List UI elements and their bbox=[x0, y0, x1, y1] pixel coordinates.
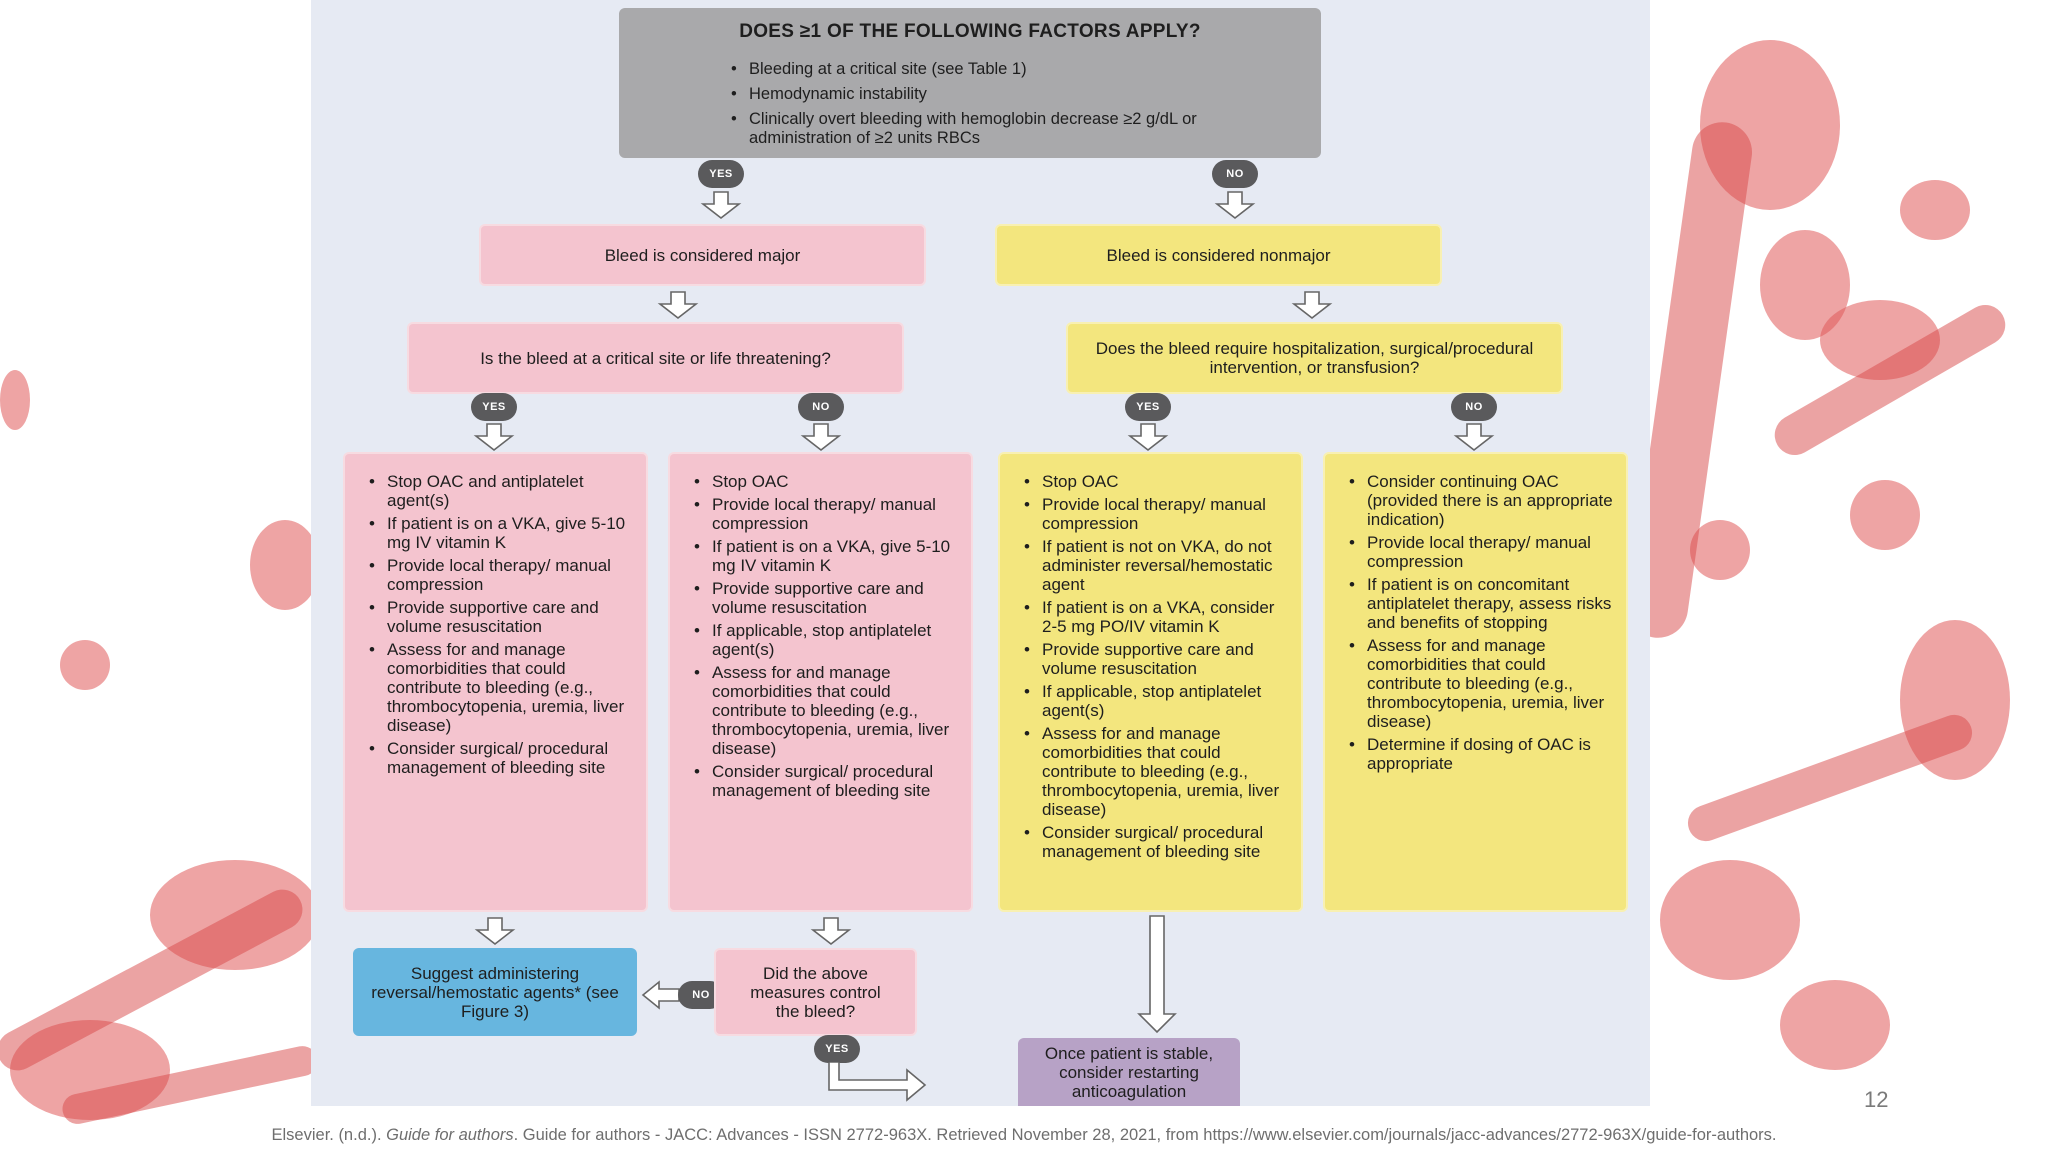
down-arrow-icon bbox=[474, 917, 516, 946]
major-bleed-box: Bleed is considered major bbox=[479, 224, 926, 286]
factor-item: Clinically overt bleeding with hemoglobi… bbox=[727, 110, 1197, 148]
nonmajor-bleed-box: Bleed is considered nonmajor bbox=[995, 224, 1442, 286]
reversal-agent-box: Suggest administering reversal/hemostati… bbox=[353, 948, 637, 1036]
action-item: Determine if dosing of OAC is appropriat… bbox=[1345, 735, 1616, 773]
no-pill: NO bbox=[798, 393, 844, 421]
down-arrow-icon bbox=[1214, 191, 1256, 220]
factors-list: Bleeding at a critical site (see Table 1… bbox=[727, 60, 1197, 154]
action-item: Assess for and manage comorbidities that… bbox=[1345, 636, 1616, 731]
yes-pill: YES bbox=[1125, 393, 1171, 421]
citation-title: Guide for authors bbox=[386, 1126, 514, 1144]
citation-footer: Elsevier. (n.d.). Guide for authors. Gui… bbox=[0, 1126, 2048, 1145]
down-arrow-icon bbox=[700, 191, 742, 220]
long-down-arrow-icon bbox=[1137, 915, 1177, 1034]
elbow-arrow-icon bbox=[828, 1062, 927, 1102]
action-item: If patient is on concomitant antiplatele… bbox=[1345, 575, 1616, 632]
action-item: Provide supportive care and volume resus… bbox=[365, 598, 636, 636]
nonmajor-outpatient-actions: Consider continuing OAC (provided there … bbox=[1323, 452, 1628, 912]
action-item: If applicable, stop antiplatelet agent(s… bbox=[1020, 682, 1291, 720]
flowchart-panel: DOES ≥1 OF THE FOLLOWING FACTORS APPLY? … bbox=[311, 0, 1650, 1106]
action-item: Stop OAC bbox=[690, 472, 961, 491]
action-item: Assess for and manage comorbidities that… bbox=[1020, 724, 1291, 819]
citation-prefix: Elsevier. (n.d.). bbox=[271, 1126, 387, 1144]
no-pill: NO bbox=[1212, 160, 1258, 188]
factors-title: DOES ≥1 OF THE FOLLOWING FACTORS APPLY? bbox=[739, 21, 1201, 42]
action-item: If patient is not on VKA, do not adminis… bbox=[1020, 537, 1291, 594]
action-item: If patient is on a VKA, give 5-10 mg IV … bbox=[690, 537, 961, 575]
factor-item: Bleeding at a critical site (see Table 1… bbox=[727, 60, 1197, 79]
action-item: Provide local therapy/ manual compressio… bbox=[365, 556, 636, 594]
citation-suffix: . Guide for authors - JACC: Advances - I… bbox=[513, 1126, 1777, 1144]
action-item: If applicable, stop antiplatelet agent(s… bbox=[690, 621, 961, 659]
action-item: Consider surgical/ procedural management… bbox=[1020, 823, 1291, 861]
down-arrow-icon bbox=[810, 917, 852, 946]
hospitalization-question: Does the bleed require hospitalization, … bbox=[1066, 322, 1563, 394]
action-item: Stop OAC bbox=[1020, 472, 1291, 491]
control-question-box: Did the above measures control the bleed… bbox=[714, 948, 917, 1036]
action-item: Assess for and manage comorbidities that… bbox=[690, 663, 961, 758]
action-item: If patient is on a VKA, give 5-10 mg IV … bbox=[365, 514, 636, 552]
left-arrow-icon bbox=[641, 980, 680, 1010]
yes-pill: YES bbox=[814, 1035, 860, 1063]
down-arrow-icon bbox=[473, 423, 515, 452]
down-arrow-icon bbox=[1453, 423, 1495, 452]
page-number: 12 bbox=[1864, 1087, 1889, 1112]
yes-pill: YES bbox=[698, 160, 744, 188]
down-arrow-icon bbox=[1291, 291, 1333, 320]
factors-box: DOES ≥1 OF THE FOLLOWING FACTORS APPLY? … bbox=[619, 8, 1321, 158]
restart-anticoagulation-box: Once patient is stable, consider restart… bbox=[1018, 1038, 1240, 1106]
no-pill: NO bbox=[1451, 393, 1497, 421]
down-arrow-icon bbox=[657, 291, 699, 320]
major-critical-actions: Stop OAC and antiplatelet agent(s) If pa… bbox=[343, 452, 648, 912]
action-item: Provide local therapy/ manual compressio… bbox=[1020, 495, 1291, 533]
nonmajor-hospital-actions: Stop OAC Provide local therapy/ manual c… bbox=[998, 452, 1303, 912]
action-item: Provide supportive care and volume resus… bbox=[690, 579, 961, 617]
down-arrow-icon bbox=[1127, 423, 1169, 452]
action-item: Provide local therapy/ manual compressio… bbox=[1345, 533, 1616, 571]
down-arrow-icon bbox=[800, 423, 842, 452]
action-item: Assess for and manage comorbidities that… bbox=[365, 640, 636, 735]
action-item: Stop OAC and antiplatelet agent(s) bbox=[365, 472, 636, 510]
action-item: If patient is on a VKA, consider 2-5 mg … bbox=[1020, 598, 1291, 636]
action-item: Consider surgical/ procedural management… bbox=[690, 762, 961, 800]
factor-item: Hemodynamic instability bbox=[727, 85, 1197, 104]
major-noncritical-actions: Stop OAC Provide local therapy/ manual c… bbox=[668, 452, 973, 912]
action-item: Consider surgical/ procedural management… bbox=[365, 739, 636, 777]
critical-site-question: Is the bleed at a critical site or life … bbox=[407, 322, 904, 394]
action-item: Provide supportive care and volume resus… bbox=[1020, 640, 1291, 678]
yes-pill: YES bbox=[471, 393, 517, 421]
action-item: Provide local therapy/ manual compressio… bbox=[690, 495, 961, 533]
action-item: Consider continuing OAC (provided there … bbox=[1345, 472, 1616, 529]
